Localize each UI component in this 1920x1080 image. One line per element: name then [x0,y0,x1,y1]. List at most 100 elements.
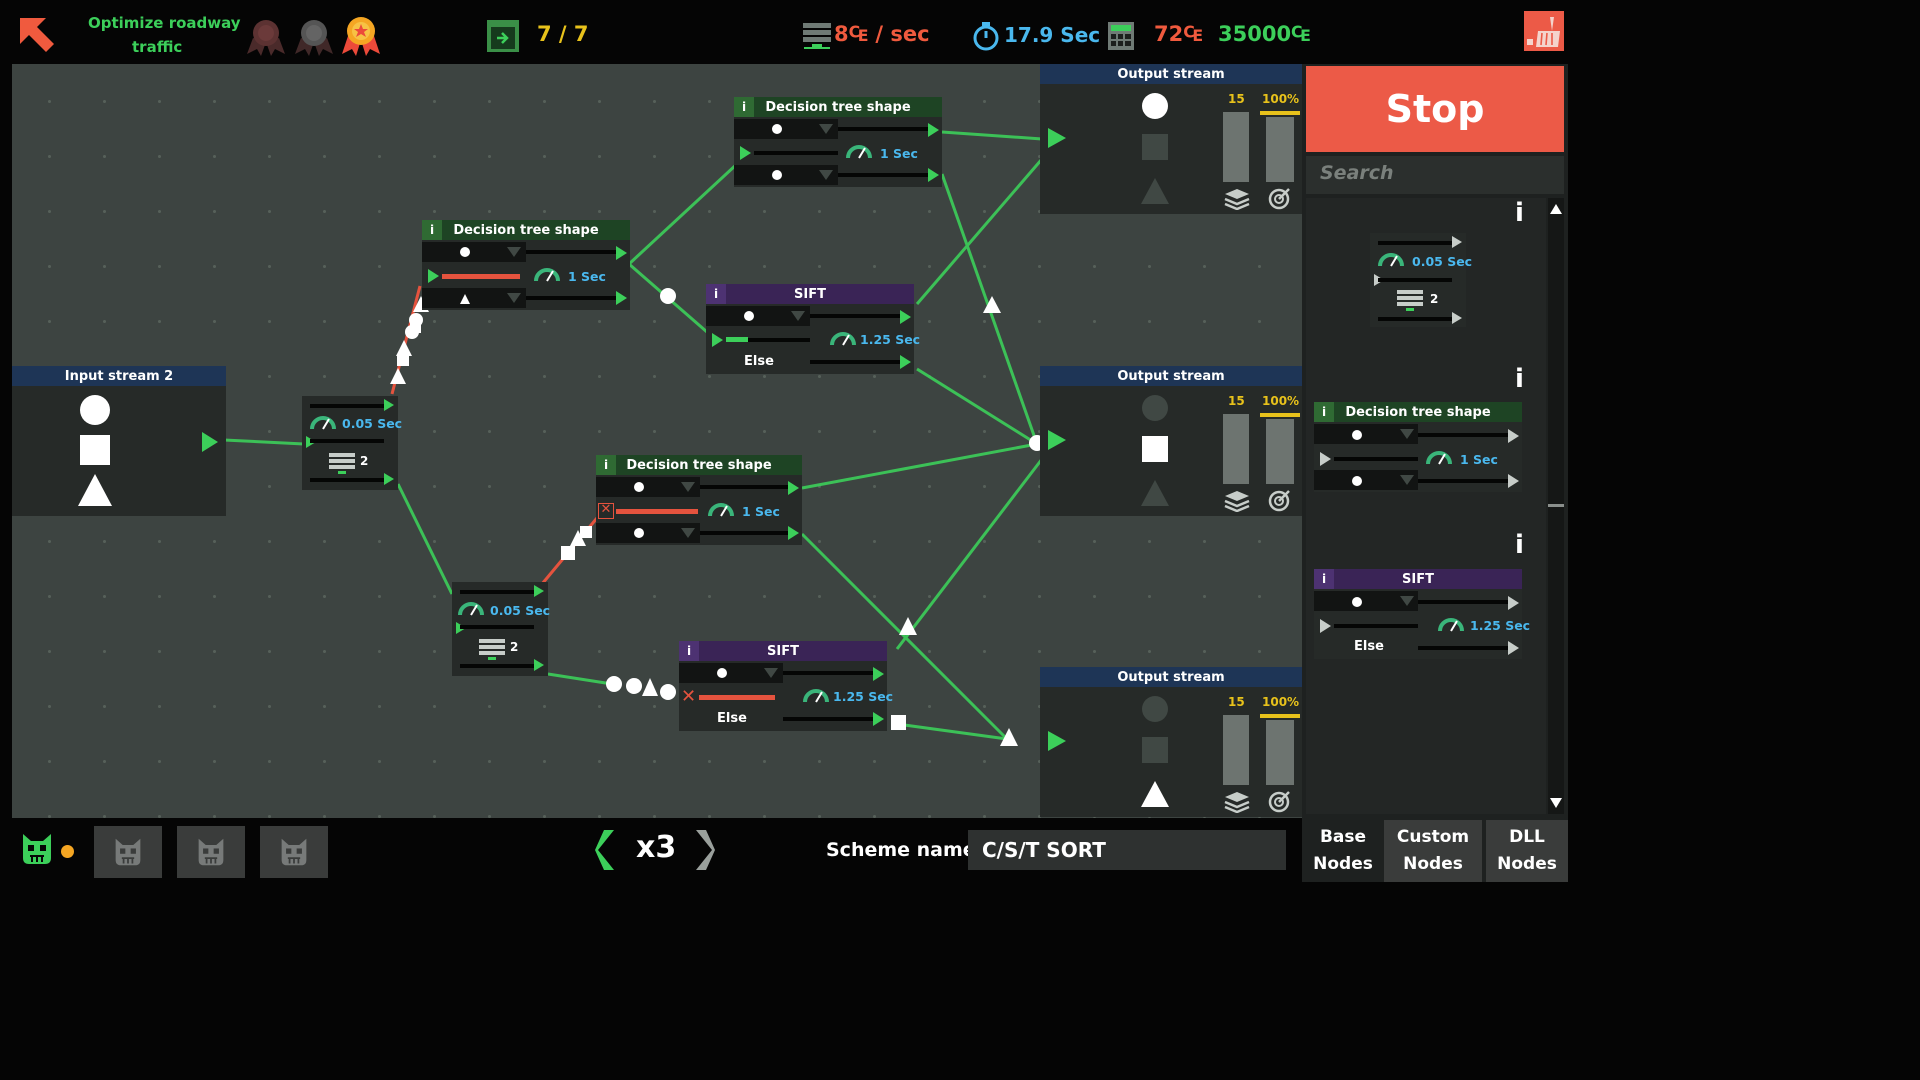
filter-dropdown[interactable] [764,668,778,678]
scroll-up-arrow-icon[interactable] [1550,204,1562,214]
filter-slot [1314,470,1418,490]
scroll-down-arrow-icon[interactable] [1550,798,1562,808]
output-port[interactable] [616,246,627,260]
splitter-count: 2 [1430,292,1439,306]
blocked-x-icon: ✕ [598,503,614,519]
square-shape [1142,436,1168,462]
splitter-node[interactable]: 0.05 Sec 2 [302,396,402,490]
output-port[interactable] [900,310,911,324]
output-port[interactable] [1508,429,1519,443]
input-port[interactable] [1048,731,1066,751]
speed-decrease-chevron-icon[interactable] [592,828,618,872]
output-port[interactable] [534,585,544,597]
output-port[interactable] [202,432,218,452]
output-port[interactable] [1508,474,1519,488]
node-title: SIFT [1402,571,1434,587]
input-port[interactable] [1320,619,1331,633]
blocked-input-bar [699,695,775,700]
output-port[interactable] [788,481,799,495]
filter-dropdown[interactable] [819,170,833,180]
output-port[interactable] [873,667,884,681]
clear-scheme-button[interactable] [1524,11,1564,51]
splitter-speed: 0.05 Sec [1412,254,1473,269]
back-arrow-icon[interactable] [16,14,56,54]
progress-bar [726,337,748,342]
output-stream-node[interactable]: Output stream 15 100% [1040,64,1302,214]
server-stack-icon [1397,290,1423,311]
filter-dropdown[interactable] [1400,429,1414,439]
output-port[interactable] [788,526,799,540]
input-port[interactable] [1320,452,1331,466]
output-port[interactable] [1452,236,1462,248]
layers-icon [1224,491,1250,512]
filter-dropdown[interactable] [681,528,695,538]
connector-bar [310,404,384,408]
filter-dropdown[interactable] [819,124,833,134]
info-icon[interactable]: i [706,284,726,304]
stop-button[interactable]: Stop [1306,66,1564,152]
robot-cat-icon[interactable] [20,832,54,866]
filter-dropdown[interactable] [1400,596,1414,606]
output-port[interactable] [384,399,394,411]
category-slot[interactable] [94,826,162,878]
layers-icon [1224,792,1250,813]
scroll-thumb[interactable] [1548,504,1564,507]
filter-slot [706,306,810,326]
speed-increase-chevron-icon[interactable] [692,828,718,872]
category-slot[interactable] [260,826,328,878]
category-slot[interactable] [177,826,245,878]
input-port[interactable] [1048,128,1066,148]
filter-dropdown[interactable] [507,247,521,257]
info-icon[interactable]: i [1515,530,1524,560]
info-icon[interactable]: i [1314,402,1334,422]
tab-label: Base [1319,827,1367,847]
output-port[interactable] [928,123,939,137]
output-port[interactable] [616,291,627,305]
library-splitter-node[interactable]: 0.05 Sec 2 [1370,233,1472,327]
output-port[interactable] [1508,641,1519,655]
filter-dropdown[interactable] [507,293,521,303]
filter-dropdown[interactable] [1400,475,1414,485]
output-stream-node[interactable]: Output stream 15 100% [1040,366,1302,516]
percent-bar-cap [1260,413,1300,417]
input-port[interactable] [428,269,439,283]
input-port[interactable] [1048,430,1066,450]
info-icon[interactable]: i [1314,569,1334,589]
output-port[interactable] [534,659,544,671]
output-port[interactable] [900,355,911,369]
speed-gauge-icon [803,689,829,703]
input-port[interactable] [740,146,751,160]
input-port[interactable] [712,333,723,347]
info-icon[interactable]: i [679,641,699,661]
output-port[interactable] [873,712,884,726]
info-icon[interactable]: i [422,220,442,240]
info-icon[interactable]: i [596,455,616,475]
output-port[interactable] [1508,596,1519,610]
search-input[interactable]: Search [1306,156,1564,194]
scrollbar[interactable] [1548,198,1564,814]
splitter-node[interactable]: 0.05 Sec 2 [452,582,550,676]
output-port[interactable] [1452,312,1462,324]
info-icon[interactable]: i [1515,198,1524,228]
output-stream-node[interactable]: Output stream 15 100% [1040,667,1302,817]
info-icon[interactable]: i [1515,364,1524,394]
output-port[interactable] [928,168,939,182]
output-port[interactable] [384,473,394,485]
filter-slot [679,663,783,683]
filter-dropdown[interactable] [791,311,805,321]
info-icon[interactable]: i [734,97,754,117]
filter-dropdown[interactable] [681,482,695,492]
scheme-name-input[interactable]: C/S/T SORT [968,830,1286,870]
input-stream-node[interactable]: Input stream 2 [12,366,226,516]
